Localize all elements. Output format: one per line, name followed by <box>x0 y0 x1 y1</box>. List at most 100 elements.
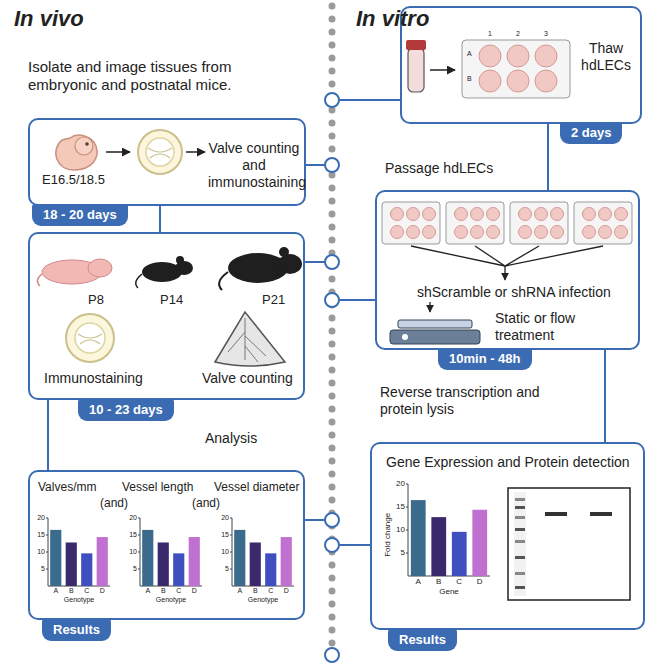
step-text: Valve counting <box>202 370 293 387</box>
step-box: Thaw hdLECs <box>400 6 642 124</box>
step-box: Gene Expression and Protein detection <box>370 442 645 630</box>
tag-text: 18 - 20 days <box>43 207 117 223</box>
shaker-icon <box>390 320 480 344</box>
tag-text: Results <box>399 632 446 648</box>
chart-label: Genotype <box>248 596 278 604</box>
plate-label: 1 <box>488 30 492 38</box>
mesentery-icon <box>215 312 285 366</box>
chart-label: 15 <box>396 502 405 512</box>
duration-tag: 2 days <box>560 122 622 144</box>
chart-label: B <box>161 587 166 595</box>
chart-label: 5 <box>225 565 229 573</box>
step-box: E16.5/18.5 Valve counting and immunostain… <box>28 118 306 206</box>
merge-lines <box>411 246 603 312</box>
step-label: Isolate and image tissues from embryonic… <box>28 58 260 94</box>
chart-label: 10 <box>37 548 45 556</box>
step-text: E16.5/18.5 <box>42 172 105 188</box>
chart-label: B <box>436 577 441 587</box>
step-text: Valves/mm <box>38 480 96 494</box>
chart-label: D <box>477 577 483 587</box>
step-text: (and) <box>100 496 128 510</box>
step-text: Valve counting and immunostaining <box>208 140 300 190</box>
step-label: Passage hdLECs <box>385 160 493 177</box>
duration-tag: Results <box>42 619 111 641</box>
step-text: shScramble or shRNA infection <box>417 284 611 301</box>
chart-label: 5 <box>401 548 405 558</box>
step-label: Analysis <box>205 430 257 447</box>
tag-text: 2 days <box>571 125 611 141</box>
chart-label: Genotype <box>64 596 94 604</box>
embryo-icon <box>56 135 97 170</box>
chart-label: 20 <box>396 479 405 489</box>
chart-label: 15 <box>129 531 137 539</box>
chart-label: D <box>284 587 289 595</box>
step-text: Vessel length <box>122 480 193 494</box>
western-blot <box>508 488 630 600</box>
bar-chart <box>46 518 110 586</box>
chart-label: 10 <box>129 548 137 556</box>
duration-tag: 10min - 48h <box>438 348 532 370</box>
step-box: P8P14P21ImmunostainingValve counting <box>28 232 305 400</box>
plate-label: A <box>467 50 472 58</box>
chart-label: A <box>237 587 242 595</box>
step-text: Static or flow treatment <box>495 310 615 344</box>
chart-label: 20 <box>37 514 45 522</box>
plate-label: 3 <box>544 30 548 38</box>
step-box: shScramble or shRNA infectionStatic or f… <box>375 190 640 350</box>
pup-icon <box>37 259 112 286</box>
chart-label: D <box>192 587 197 595</box>
chart-label: 5 <box>41 565 45 573</box>
tag-text: Results <box>53 622 100 638</box>
step-text: P8 <box>88 292 104 308</box>
column-title: In vivo <box>14 6 84 32</box>
cross-section-icon <box>66 314 114 362</box>
flow-line <box>47 400 49 470</box>
chart-label: A <box>416 577 421 587</box>
chart-label: 10 <box>396 525 405 535</box>
chart-label: Gene <box>439 587 459 597</box>
chart-label: 15 <box>221 531 229 539</box>
chart-label: 5 <box>133 565 137 573</box>
chart-label: Fold change <box>383 513 393 557</box>
step-text: P21 <box>262 292 285 308</box>
step-text: (and) <box>192 496 220 510</box>
chart-label: C <box>456 577 462 587</box>
mouse-p14-icon <box>136 256 193 288</box>
chart-label: D <box>100 587 105 595</box>
chart-label: 20 <box>129 514 137 522</box>
vial-icon <box>406 40 426 92</box>
flow-line <box>159 206 161 232</box>
arrow <box>106 151 130 153</box>
mouse-p21-icon <box>219 247 302 290</box>
duration-tag: 18 - 20 days <box>32 204 128 226</box>
tag-text: 10min - 48h <box>449 351 521 367</box>
cross-section-icon <box>138 130 182 174</box>
step-text: Gene Expression and Protein detection <box>386 454 630 471</box>
chart-label: C <box>268 587 273 595</box>
chart-label: Genotype <box>156 596 186 604</box>
chart-label: B <box>69 587 74 595</box>
bar-chart <box>138 518 202 586</box>
divider-circles <box>325 93 339 662</box>
duration-tag: 10 - 23 days <box>78 399 174 421</box>
step-text: Thaw hdLECs <box>576 40 636 74</box>
plate-label: B <box>467 75 472 83</box>
chart-label: C <box>84 587 89 595</box>
plate <box>462 40 570 98</box>
bar-chart <box>406 484 490 576</box>
chart-label: B <box>253 587 258 595</box>
step-text: Vessel diameter <box>214 480 299 494</box>
passage-plates <box>382 202 632 244</box>
plate-label: 2 <box>516 30 520 38</box>
duration-tag: Results <box>388 629 457 651</box>
flow-line <box>547 124 549 190</box>
arrow <box>430 69 455 71</box>
arrow <box>186 151 205 153</box>
plate-wells <box>479 45 557 92</box>
flow-line <box>604 350 606 442</box>
chart-label: 10 <box>221 548 229 556</box>
bar-chart <box>230 518 294 586</box>
chart-label: 20 <box>221 514 229 522</box>
